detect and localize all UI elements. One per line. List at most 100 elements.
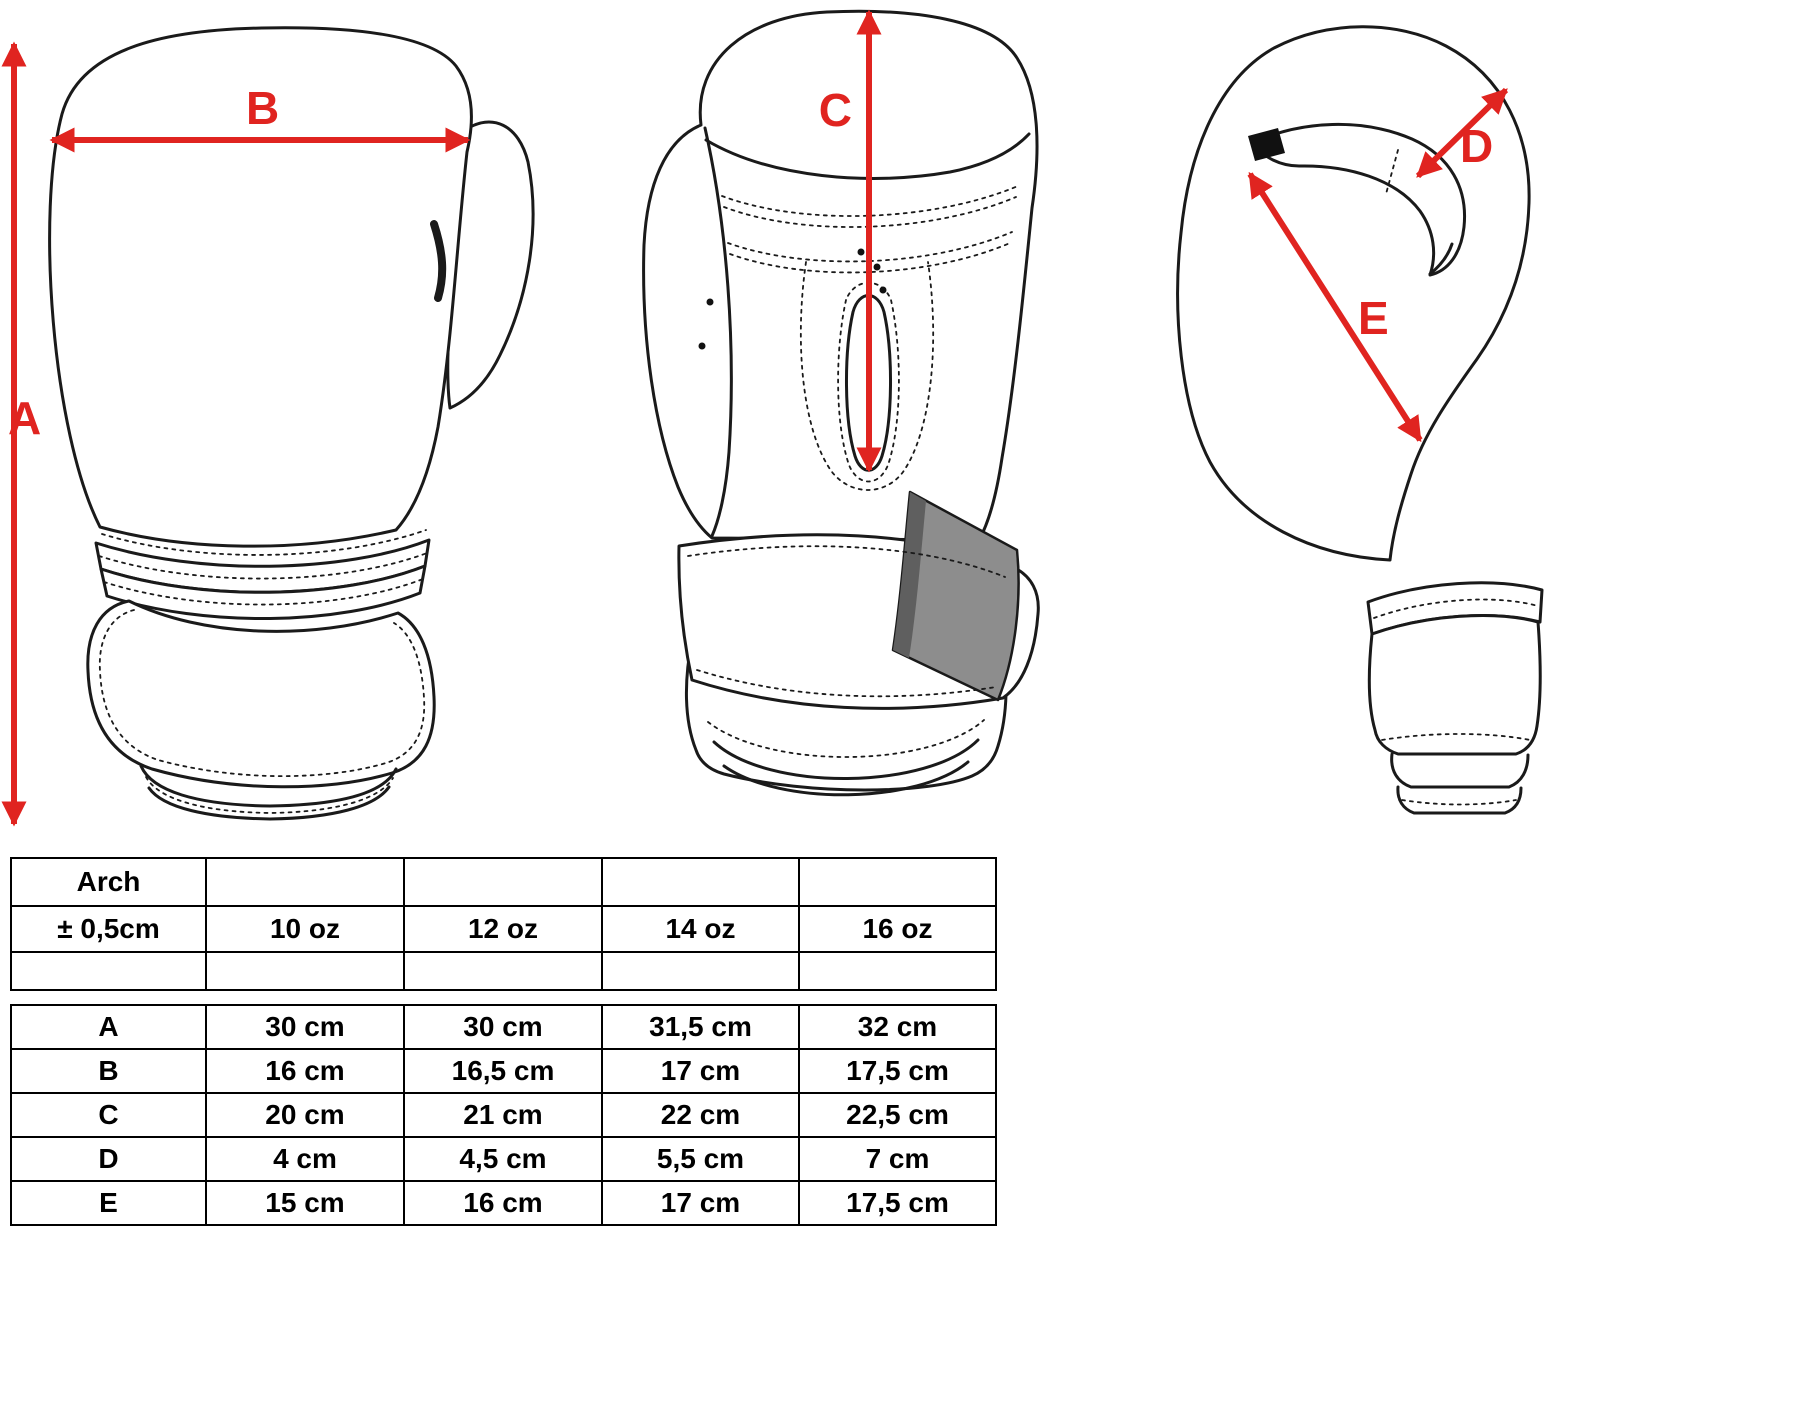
side-cuff-body	[1367, 614, 1542, 756]
thumb-hook-outline	[1250, 123, 1467, 277]
value-cell: 15 cm	[205, 1180, 405, 1226]
gap-cell	[11, 990, 996, 1005]
empty-cell	[10, 951, 207, 991]
stitch-line	[1385, 149, 1399, 195]
dimension-label-b: B	[246, 82, 279, 134]
value-cell: 16 cm	[403, 1180, 603, 1226]
empty-cell	[601, 951, 800, 991]
vent-hole-dot	[857, 248, 865, 256]
table-row-e: E 15 cm 16 cm 17 cm 17,5 cm	[10, 1180, 997, 1226]
value-cell: 20 cm	[205, 1092, 405, 1138]
stitch-line	[145, 776, 394, 814]
glove-back-view	[48, 26, 535, 821]
empty-cell	[601, 857, 800, 907]
cuff-roll-1	[139, 764, 398, 808]
row-label-b: B	[10, 1048, 207, 1094]
stitch-line	[98, 609, 426, 778]
thumb-seam	[703, 126, 733, 538]
glove-back-outlines	[48, 26, 535, 821]
stitch-line	[707, 719, 985, 758]
knuckle-pad-edge	[704, 132, 1031, 180]
dimension-arrow-d	[1415, 87, 1509, 179]
stitch-line	[727, 231, 1013, 263]
dimension-label-a: A	[8, 392, 41, 444]
stitch-line	[1401, 799, 1517, 806]
stitch-line	[103, 578, 424, 606]
col-header-16oz: 16 oz	[798, 905, 997, 953]
value-cell: 21 cm	[403, 1092, 603, 1138]
vent-hole-dot	[698, 342, 706, 350]
dimension-arrows	[1, 9, 1509, 827]
value-cell: 17 cm	[601, 1180, 800, 1226]
arch-header-cell: Arch	[10, 857, 207, 907]
side-body-outline	[1176, 25, 1531, 562]
cuff-outline	[86, 599, 436, 789]
table-row-a: A 30 cm 30 cm 31,5 cm 32 cm	[10, 1004, 997, 1050]
dimension-label-e: E	[1358, 292, 1389, 344]
empty-cell	[205, 857, 405, 907]
value-cell: 17,5 cm	[798, 1048, 997, 1094]
velcro-patch	[891, 490, 1020, 702]
glove-palm-view	[642, 9, 1040, 797]
empty-cell	[205, 951, 405, 991]
glove-palm-cuff	[677, 490, 1040, 797]
row-label-d: D	[10, 1136, 207, 1182]
col-header-10oz: 10 oz	[205, 905, 405, 953]
size-table: Arch ± 0,5cm 10 oz 12 oz 14 oz 16 oz	[10, 857, 997, 1226]
strap-stitching	[687, 545, 1006, 758]
table-row-c: C 20 cm 21 cm 22 cm 22,5 cm	[10, 1092, 997, 1138]
value-cell: 30 cm	[403, 1004, 603, 1050]
table-row-d: D 4 cm 4,5 cm 5,5 cm 7 cm	[10, 1136, 997, 1182]
wrist-opening-arc-2	[722, 760, 970, 797]
side-cuff-roll-1	[1390, 752, 1530, 789]
dimension-label-c: C	[819, 84, 852, 136]
empty-cell	[798, 857, 997, 907]
empty-cell	[798, 951, 997, 991]
stitch-line	[721, 185, 1019, 217]
table-row-b: B 16 cm 16,5 cm 17 cm 17,5 cm	[10, 1048, 997, 1094]
table-gap-row	[11, 990, 996, 1005]
value-cell: 17 cm	[601, 1048, 800, 1094]
tolerance-cell: ± 0,5cm	[10, 905, 207, 953]
row-label-a: A	[10, 1004, 207, 1050]
vent-hole-dot	[706, 298, 714, 306]
dimension-label-d: D	[1460, 120, 1493, 172]
value-cell: 32 cm	[798, 1004, 997, 1050]
table-row-empty	[10, 951, 997, 991]
value-cell: 5,5 cm	[601, 1136, 800, 1182]
vent-hole-dot	[879, 286, 887, 294]
glove-side-stitching	[1373, 149, 1539, 806]
dimension-labels: A B C D E	[8, 82, 1493, 444]
cuff-roll-2	[147, 785, 391, 821]
empty-cell	[403, 857, 603, 907]
thumb-hook-tip	[1428, 242, 1454, 276]
wrist-band-2	[99, 564, 427, 621]
vent-hole-dot	[873, 263, 881, 271]
value-cell: 31,5 cm	[601, 1004, 800, 1050]
stitch-line	[729, 242, 1011, 274]
stitch-line	[101, 529, 427, 556]
value-cell: 16 cm	[205, 1048, 405, 1094]
row-label-e: E	[10, 1180, 207, 1226]
table-row-sizes: ± 0,5cm 10 oz 12 oz 14 oz 16 oz	[10, 905, 997, 953]
row-label-c: C	[10, 1092, 207, 1138]
value-cell: 4,5 cm	[403, 1136, 603, 1182]
col-header-14oz: 14 oz	[601, 905, 800, 953]
glove-back-stitching	[98, 529, 428, 814]
size-table-section: Arch ± 0,5cm 10 oz 12 oz 14 oz 16 oz	[10, 857, 997, 1226]
stitch-line	[799, 261, 935, 491]
thumb-crease-mark	[430, 220, 447, 302]
value-cell: 17,5 cm	[798, 1180, 997, 1226]
value-cell: 30 cm	[205, 1004, 405, 1050]
strap-end-tab	[1248, 128, 1285, 161]
value-cell: 22 cm	[601, 1092, 800, 1138]
empty-cell	[403, 951, 603, 991]
stitch-line	[687, 545, 1006, 578]
value-cell: 7 cm	[798, 1136, 997, 1182]
stitch-line	[1381, 733, 1531, 741]
glove-measurement-diagram: A B C D E	[1, 9, 1544, 827]
value-cell: 16,5 cm	[403, 1048, 603, 1094]
side-cuff-roll-2	[1396, 785, 1523, 815]
table-row-arch: Arch	[10, 857, 997, 907]
